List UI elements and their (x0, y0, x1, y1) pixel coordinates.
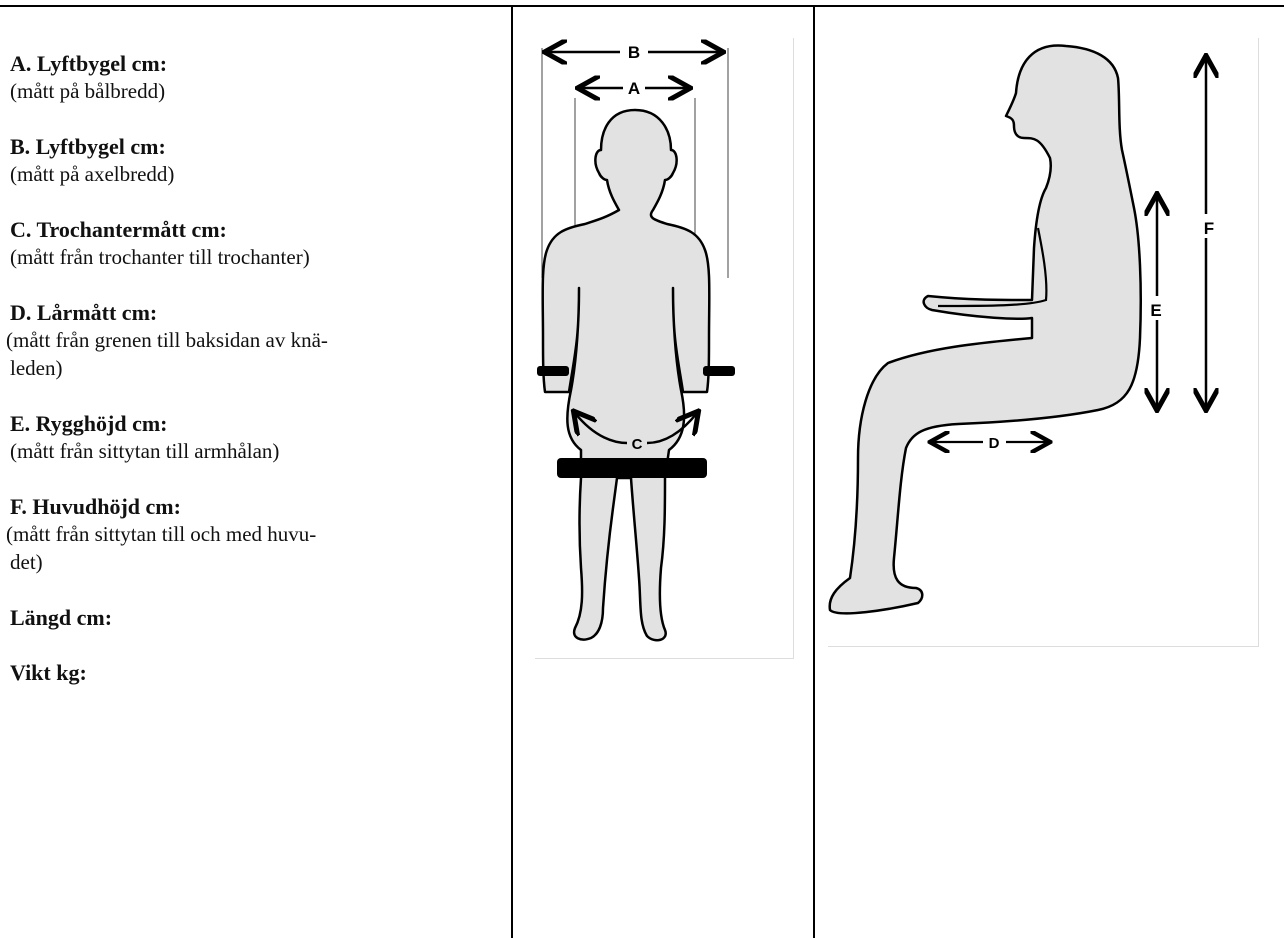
right-hand-pad (703, 366, 735, 376)
length-label: Längd cm: (10, 604, 508, 631)
measurement-desc-cont: leden) (10, 354, 508, 382)
length-field: Längd cm: (8, 604, 508, 631)
measurement-b: B. Lyftbygel cm: (mått på axelbredd) (8, 133, 508, 188)
measurement-list: A. Lyftbygel cm: (mått på bålbredd) B. L… (8, 50, 508, 714)
measurement-f: F. Huvudhöjd cm: (mått från sittytan til… (8, 493, 508, 576)
label-f: F (1204, 219, 1214, 238)
measurement-desc-cont: det) (10, 548, 508, 576)
measurement-label: D. Lårmått cm: (10, 299, 508, 326)
side-body-figure: F E D (828, 38, 1259, 647)
measurement-desc: (mått från sittytan till och med huvu- (6, 520, 508, 548)
measurement-d: D. Lårmått cm: (mått från grenen till ba… (8, 299, 508, 382)
measurement-label: C. Trochantermått cm: (10, 216, 508, 243)
measurement-e: E. Rygghöjd cm: (mått från sittytan till… (8, 410, 508, 465)
left-hand-pad (537, 366, 569, 376)
measurement-label: A. Lyftbygel cm: (10, 50, 508, 77)
label-e: E (1150, 301, 1161, 320)
front-body-figure: B A C (535, 38, 794, 659)
weight-label: Vikt kg: (10, 659, 508, 686)
measurement-label: E. Rygghöjd cm: (10, 410, 508, 437)
measurement-c: C. Trochantermått cm: (mått från trochan… (8, 216, 508, 271)
label-c: C (632, 436, 643, 453)
measurement-desc: (mått på bålbredd) (10, 77, 508, 105)
measurement-desc: (mått från trochanter till trochanter) (10, 243, 508, 271)
label-a: A (628, 79, 640, 98)
label-b: B (628, 43, 640, 62)
column-divider-1 (511, 6, 513, 938)
measurement-desc: (mått från sittytan till armhålan) (10, 437, 508, 465)
measurement-label: F. Huvudhöjd cm: (10, 493, 508, 520)
front-body-illustration: B A C (535, 38, 793, 658)
measurement-desc: (mått på axelbredd) (10, 160, 508, 188)
label-d: D (989, 435, 1000, 452)
table-top-border (0, 5, 1284, 7)
measurement-label: B. Lyftbygel cm: (10, 133, 508, 160)
weight-field: Vikt kg: (8, 659, 508, 686)
column-divider-2 (813, 6, 815, 938)
seat-bar (557, 458, 707, 478)
measurement-a: A. Lyftbygel cm: (mått på bålbredd) (8, 50, 508, 105)
measurement-desc: (mått från grenen till baksidan av knä- (6, 326, 508, 354)
side-body-illustration: F E D (828, 38, 1258, 646)
